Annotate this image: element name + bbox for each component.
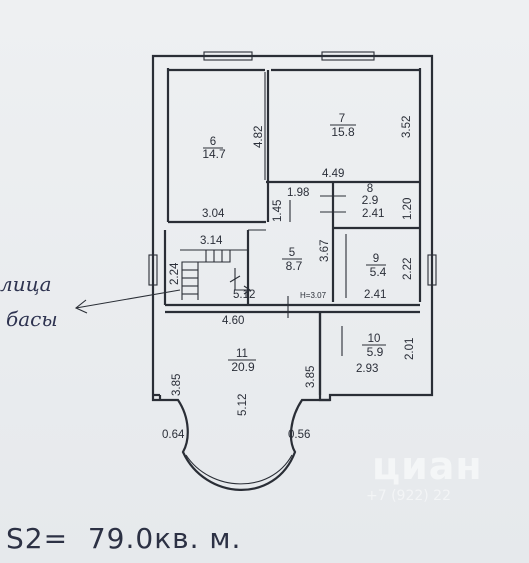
dim-r7-width: 4.49 — [322, 168, 344, 180]
dim-r7-height: 3.52 — [401, 116, 413, 138]
dimension-labels: 4.82 3.04 3.52 4.49 1.98 1.20 2.41 1.45 … — [162, 116, 416, 441]
dim-r11-top-width: 4.60 — [222, 315, 244, 327]
room-7-area: 15.8 — [331, 125, 355, 139]
dim-r6-width: 3.04 — [202, 208, 225, 220]
dim-r9-width: 2.41 — [364, 289, 386, 301]
interior-walls — [163, 68, 422, 395]
handwritten-note: лица басы — [0, 272, 58, 331]
room-5-number: 5 — [289, 247, 295, 259]
room-labels: 6 14.7 7 15.8 8 2.9 5 8.7 9 5.4 10 5.9 1… — [202, 113, 386, 374]
dim-stair-width: 3.14 — [200, 235, 223, 247]
dim-bay-left: 0.64 — [162, 429, 185, 441]
dim-r8-width-top: 1.98 — [287, 187, 309, 199]
dim-r10-height: 2.01 — [404, 338, 416, 360]
room-9-number: 9 — [373, 253, 379, 265]
room-6-number: 6 — [210, 136, 216, 148]
watermark-brand: циан — [372, 444, 483, 488]
dim-corridor: 1.45 — [272, 200, 284, 222]
dim-r8-height: 1.20 — [402, 198, 414, 220]
room-11-number: 11 — [236, 348, 248, 360]
room-9-area: 5.4 — [370, 265, 387, 279]
dim-r8-width: 2.41 — [362, 208, 384, 220]
dim-r6-height: 4.82 — [253, 126, 265, 148]
room-10-number: 10 — [368, 333, 381, 345]
dim-r9-height: 2.22 — [402, 258, 414, 280]
watermark-phone: +7 (922) 22 — [366, 488, 451, 504]
note-line-1: лица — [0, 272, 52, 296]
note-arrow — [74, 289, 181, 314]
ceiling-height: H=3.07 — [300, 291, 327, 300]
windows — [148, 51, 437, 286]
dim-r5-width: 5.12 — [233, 289, 255, 301]
total-area-label: S2= 79.0кв. м. — [6, 522, 242, 555]
dim-r11-left-height: 3.85 — [171, 374, 183, 396]
dim-r10-width: 2.93 — [356, 363, 378, 375]
dim-r5-height: 3.67 — [319, 240, 331, 262]
room-8-number: 8 — [367, 183, 373, 195]
room-5-area: 8.7 — [286, 259, 303, 273]
dim-bay-right: 0.56 — [288, 429, 310, 441]
dim-r11-depth: 5.12 — [237, 394, 249, 416]
room-8-area: 2.9 — [362, 193, 379, 207]
door-marks — [287, 195, 347, 356]
dim-r11-right-height: 3.85 — [305, 366, 317, 388]
dim-stair-height: 2.24 — [169, 262, 181, 285]
room-7-number: 7 — [339, 113, 345, 125]
room-6-area: 14.7 — [202, 147, 226, 161]
room-11-area: 20.9 — [231, 360, 255, 374]
room-10-area: 5.9 — [367, 345, 384, 359]
staircase — [181, 250, 251, 300]
note-line-2: басы — [6, 307, 58, 331]
